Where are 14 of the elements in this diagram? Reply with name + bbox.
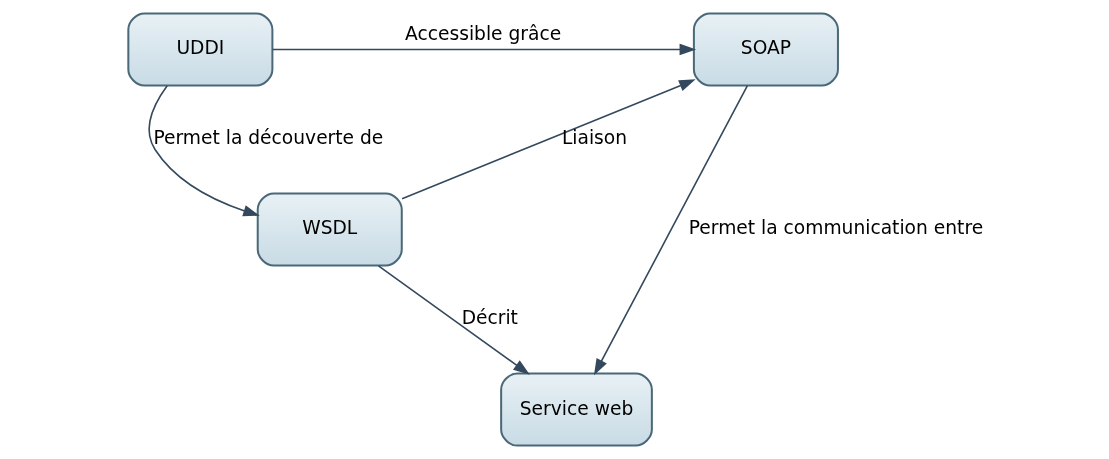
arrow	[148, 85, 260, 217]
node-box: SOAP	[692, 12, 839, 87]
node-box: UDDI	[127, 12, 274, 87]
edge-label: Permet la découverte de	[153, 127, 384, 149]
edge-label: Liaison	[561, 127, 628, 149]
edge-label: Permet la communication entre	[688, 217, 984, 239]
edge-label: Accessible grâce	[405, 23, 562, 45]
node-box: WSDL	[256, 192, 403, 267]
arrow	[593, 84, 749, 376]
edge-label: Décrit	[461, 307, 518, 329]
arrow	[401, 79, 696, 200]
arrow	[271, 43, 697, 56]
node-box: Service web	[500, 372, 653, 447]
arrow	[377, 265, 530, 375]
